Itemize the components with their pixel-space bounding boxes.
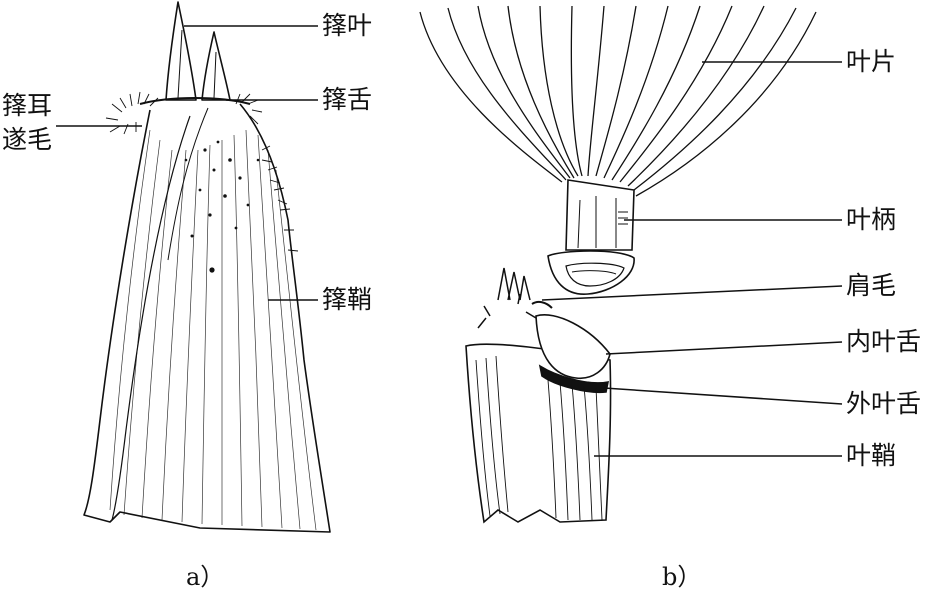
caption-a: a）	[186, 563, 225, 591]
caption-b: b）	[662, 563, 702, 591]
label-outer-ligule: 外叶舌	[846, 389, 922, 418]
label-sheath-ear: 箨耳	[2, 91, 53, 120]
label-culm-sheath: 箨鞘	[322, 285, 373, 314]
label-sheath-blade: 箨叶	[322, 11, 373, 40]
label-sheath-tongue: 箨舌	[322, 85, 373, 114]
label-leaf-sheath: 叶鞘	[846, 441, 897, 470]
label-oral-hairs: 遂毛	[2, 125, 53, 154]
label-blade: 叶片	[846, 47, 897, 76]
label-shoulder-hairs: 肩毛	[846, 271, 897, 300]
label-petiole: 叶柄	[846, 205, 897, 234]
label-inner-ligule: 内叶舌	[846, 327, 922, 356]
